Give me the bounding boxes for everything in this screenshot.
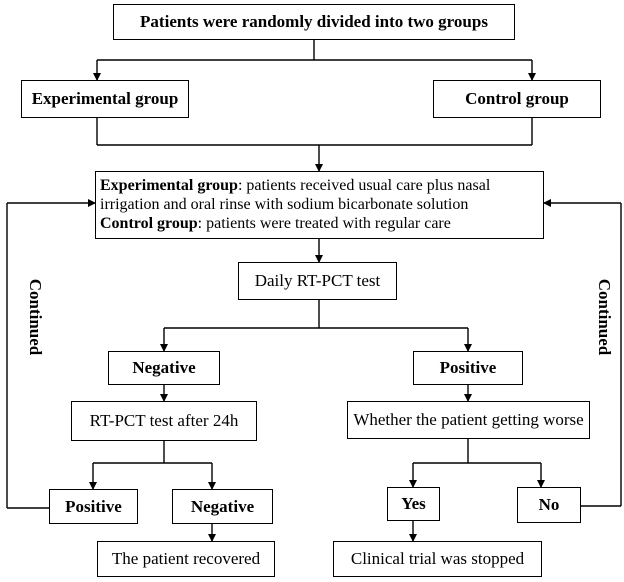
treatment-description-box: Experimental group: patients received us… [95, 171, 544, 239]
no-label: No [538, 495, 560, 514]
control-group-label: Control group [465, 89, 569, 108]
worse-question-label: Whether the patient getting worse [353, 410, 584, 429]
negative-result-box: Negative [108, 351, 220, 385]
control-group-box: Control group [433, 80, 601, 118]
trial-stopped-label: Clinical trial was stopped [350, 549, 525, 568]
experimental-group-box: Experimental group [21, 80, 189, 118]
trial-stopped-box: Clinical trial was stopped [333, 541, 542, 577]
randomization-text: Patients were randomly divided into two … [140, 12, 488, 31]
randomization-box: Patients were randomly divided into two … [113, 4, 515, 40]
positive-result-box: Positive [413, 351, 523, 385]
recovered-label: The patient recovered [111, 549, 261, 568]
control-description-text: : patients were treated with regular car… [197, 215, 451, 232]
no-box: No [517, 487, 581, 523]
daily-test-box: Daily RT-PCT test [238, 262, 397, 300]
yes-label: Yes [401, 494, 426, 513]
retest-box: RT-PCT test after 24h [71, 401, 257, 441]
experimental-description-text-2: irrigation and oral rinse with sodium bi… [100, 196, 469, 213]
positive-result-label: Positive [439, 358, 497, 377]
retest-positive-label: Positive [65, 496, 122, 516]
experimental-description-line: Experimental group: patients received us… [100, 176, 539, 195]
control-description-line: Control group: patients were treated wit… [100, 214, 539, 233]
retest-negative-label: Negative [190, 496, 255, 516]
experimental-description-line-2: irrigation and oral rinse with sodium bi… [100, 195, 539, 214]
recovered-box: The patient recovered [97, 541, 275, 577]
yes-box: Yes [387, 487, 440, 521]
control-description-label: Control group [100, 215, 198, 232]
continued-left-label: Continued [26, 278, 45, 356]
negative-result-label: Negative [132, 358, 196, 377]
experimental-description-label: Experimental group [100, 177, 238, 194]
experimental-description-text: : patients received usual care plus nasa… [237, 177, 491, 194]
worse-question-box: Whether the patient getting worse [347, 401, 590, 439]
retest-negative-box: Negative [172, 489, 273, 524]
continued-right-label: Continued [595, 278, 614, 356]
daily-test-label: Daily RT-PCT test [254, 271, 381, 290]
retest-positive-box: Positive [49, 489, 138, 524]
retest-label: RT-PCT test after 24h [89, 411, 239, 430]
experimental-group-label: Experimental group [31, 89, 179, 108]
